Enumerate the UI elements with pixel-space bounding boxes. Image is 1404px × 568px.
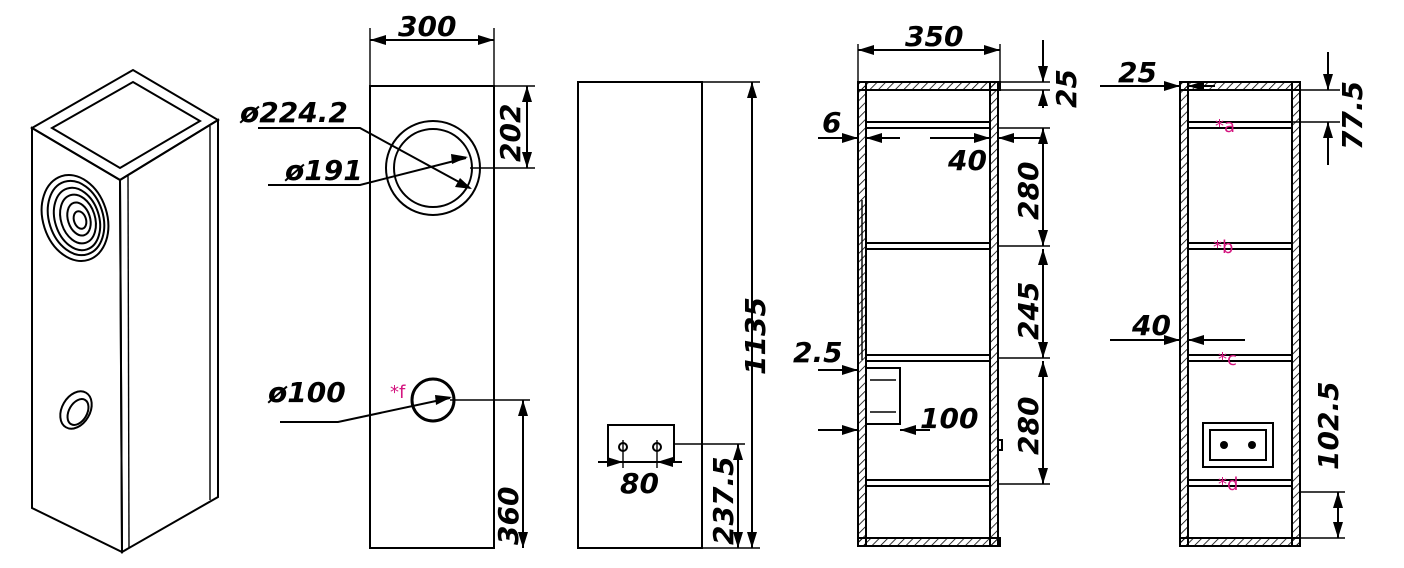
port-circle	[410, 377, 456, 423]
iso-port-icon	[59, 390, 93, 430]
dim-port-100: 100	[920, 402, 978, 435]
dim-diameter-100: ø100	[267, 376, 346, 409]
isometric-view	[30, 68, 220, 554]
dim-width-300: 300	[398, 10, 456, 43]
back-view: 1135 80 237.5	[577, 81, 772, 549]
dim-thickness-2-5: 2.5	[793, 336, 843, 369]
dim-height-1135: 1135	[739, 297, 772, 375]
dim-height-360: 360	[492, 487, 525, 545]
dim-width-350: 350	[905, 20, 963, 53]
dim-width-80: 80	[620, 467, 659, 500]
marker-a: *a	[1215, 116, 1235, 137]
dim-thickness-6: 6	[822, 106, 841, 139]
section-view-side: 350 25 6 40 280 245	[793, 20, 1083, 547]
terminal-plate	[607, 424, 675, 463]
dim-depth-40b: 40	[1131, 309, 1171, 342]
dim-height-102-5: 102.5	[1312, 381, 1345, 470]
front-view: 300 ø224.2 ø191 202 ø100 *f 360	[239, 10, 535, 549]
marker-d: *d	[1218, 474, 1238, 495]
iso-top-inner	[50, 80, 202, 170]
front-panel-outline	[369, 85, 495, 549]
dim-top-25b: 25	[1118, 56, 1157, 89]
dim-top-25: 25	[1050, 69, 1083, 108]
iso-side-face	[118, 118, 219, 554]
marker-c: *c	[1218, 349, 1237, 370]
back-panel-outline	[577, 81, 703, 549]
port-tube	[865, 367, 901, 425]
terminal-plate-section	[1202, 422, 1274, 468]
top-wall	[857, 81, 1001, 91]
dim-height-245: 245	[1012, 282, 1045, 340]
dim-height-280a: 280	[1012, 162, 1045, 220]
bottom-wall	[857, 537, 1001, 547]
marker-b: *b	[1213, 237, 1233, 258]
dim-diameter-224: ø224.2	[239, 96, 348, 129]
dim-diameter-191: ø191	[284, 154, 363, 187]
dim-height-77-5: 77.5	[1336, 81, 1369, 150]
dim-height-237: 237.5	[707, 456, 740, 545]
marker-f: *f	[390, 382, 406, 403]
dim-height-280b: 280	[1012, 397, 1045, 455]
dim-height-202: 202	[494, 104, 527, 162]
iso-woofer-icon	[40, 174, 110, 262]
right-wall	[989, 81, 999, 547]
section-view-front: *a *b *c *d 25 77.5 40 102.5	[1100, 52, 1369, 547]
dim-depth-40a: 40	[947, 144, 987, 177]
